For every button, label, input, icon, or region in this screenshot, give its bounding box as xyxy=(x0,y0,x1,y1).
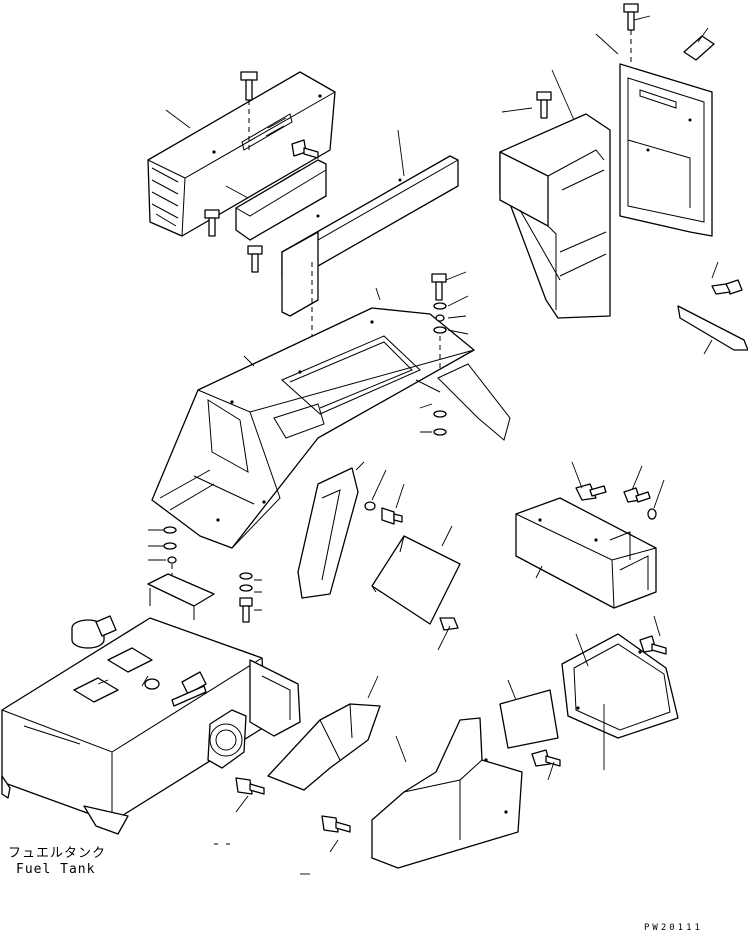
bracket-right-bottom xyxy=(561,633,679,739)
fuel-tank-label-en: Fuel Tank xyxy=(16,862,96,877)
grommet xyxy=(683,35,715,61)
drawing-code: PW20111 xyxy=(644,923,703,933)
washer-bracket xyxy=(364,501,403,525)
bolt-side-left xyxy=(291,139,319,159)
step-guard xyxy=(371,717,523,869)
main-frame xyxy=(151,307,511,549)
bolt-plate-left-2 xyxy=(247,245,263,273)
fuel-tank-label-jp: フュエルタンク xyxy=(8,846,107,861)
floor-plate xyxy=(371,535,461,625)
bolt-right-bottom-1 xyxy=(639,635,667,655)
bolt-floor xyxy=(439,617,459,631)
bolt-frame-stack xyxy=(431,273,447,436)
tool-box xyxy=(499,113,611,319)
bolt-tool-box xyxy=(536,91,552,119)
bracket-strip-right xyxy=(677,305,748,351)
washer-mount xyxy=(647,508,657,520)
tank-side-mount xyxy=(249,659,301,737)
side-panel-long xyxy=(281,155,459,317)
bolt-mount-2 xyxy=(623,487,651,503)
mount-bracket-right xyxy=(515,497,657,609)
bolt-mount-1 xyxy=(575,483,607,501)
side-cover-right xyxy=(619,63,713,237)
duct-cover xyxy=(267,703,381,791)
cover-plate-small xyxy=(235,159,327,241)
cover-plate-right-bottom xyxy=(499,689,559,749)
bolt-right-bottom-2 xyxy=(531,749,561,767)
side-bracket xyxy=(297,467,359,599)
bolt-plate-left-1 xyxy=(204,209,220,237)
bolt-guard xyxy=(321,815,351,833)
fuel-cap xyxy=(71,615,117,649)
tank-bracket xyxy=(73,647,207,707)
bolt-top-right xyxy=(623,3,639,64)
bolt-top-left xyxy=(240,71,258,150)
leader-lines xyxy=(97,15,719,875)
tank-top-bracket xyxy=(147,573,215,620)
rear-cover-left xyxy=(147,71,336,237)
bolt-duct xyxy=(235,777,265,795)
bolt-right-edge xyxy=(711,279,743,295)
fuel-tank xyxy=(1,617,267,835)
washer-stack-center xyxy=(239,572,253,623)
